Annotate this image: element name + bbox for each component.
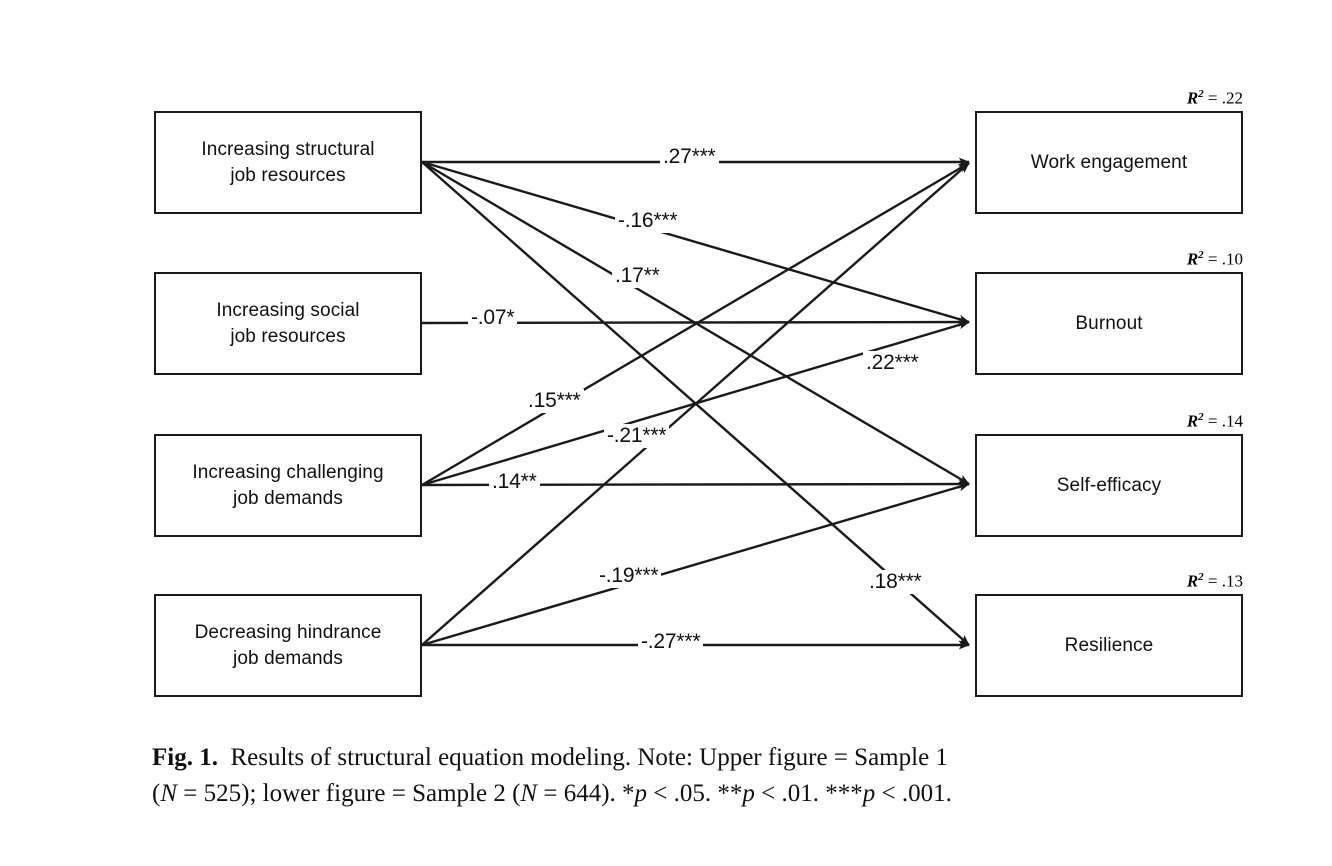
r2-symbol: R bbox=[1186, 249, 1199, 269]
path-coefficient-structural-to-engagement: .27*** bbox=[660, 145, 719, 169]
path-coefficient-hindrance-to-resilience: -.27*** bbox=[638, 630, 704, 654]
r2-equals: = bbox=[1203, 571, 1222, 591]
path-coefficient-challenging-to-self-efficacy: .14** bbox=[489, 470, 540, 494]
r2-label-resilience: R2 = .13 bbox=[975, 571, 1243, 592]
caption-line2-d: < .05. ** bbox=[647, 780, 743, 808]
node-label: Increasing social job resources bbox=[216, 300, 360, 347]
path-coefficient-hindrance-to-self-efficacy: -.19*** bbox=[596, 564, 662, 588]
node-label: Increasing challenging job demands bbox=[192, 462, 384, 509]
node-resilience[interactable]: Resilience bbox=[975, 594, 1243, 697]
r2-equals: = bbox=[1203, 411, 1222, 431]
caption-line2-b: = 525); lower figure = Sample 2 ( bbox=[177, 780, 521, 808]
r2-exponent: 2 bbox=[1198, 571, 1204, 583]
r2-exponent: 2 bbox=[1198, 88, 1204, 100]
path-coefficient-social-to-burnout: -.07* bbox=[468, 306, 518, 330]
caption-n-symbol-2: N bbox=[520, 780, 538, 808]
path-coefficient-structural-to-resilience: .18*** bbox=[866, 570, 925, 594]
path-line-p6 bbox=[421, 161, 970, 487]
node-label: Increasing structural job resources bbox=[201, 139, 375, 186]
path-coefficient-challenging-to-burnout: .22*** bbox=[863, 351, 922, 375]
path-coefficient-hindrance-to-engagement: -.21*** bbox=[604, 424, 670, 448]
r2-label-self-efficacy: R2 = .14 bbox=[975, 411, 1243, 432]
node-label: Work engagement bbox=[1030, 151, 1188, 173]
caption-line2-a: ( bbox=[152, 780, 161, 808]
node-burnout[interactable]: Burnout bbox=[975, 272, 1243, 375]
r2-equals: = bbox=[1203, 88, 1222, 108]
path-coefficient-challenging-to-engagement: .15*** bbox=[525, 389, 584, 413]
figure-canvas: Increasing structural job resources Incr… bbox=[154, 88, 1243, 697]
caption-equals: = bbox=[833, 744, 848, 771]
r2-equals: = bbox=[1203, 249, 1222, 269]
path-line-p9 bbox=[421, 162, 970, 646]
caption-n-symbol-1: N bbox=[160, 780, 178, 808]
r2-value: .10 bbox=[1221, 249, 1243, 269]
caption-line1-b: Sample 1 bbox=[847, 744, 948, 771]
r2-label-work-engagement: R2 = .22 bbox=[975, 88, 1243, 109]
caption-figure-number: Fig. 1. bbox=[152, 744, 218, 771]
caption-p-symbol-2: p bbox=[742, 780, 755, 808]
path-line-p2 bbox=[421, 160, 970, 324]
r2-symbol: R bbox=[1186, 571, 1199, 591]
caption-line2-f: < .001. bbox=[875, 780, 952, 808]
node-label: Resilience bbox=[1064, 634, 1154, 656]
r2-value: .22 bbox=[1221, 88, 1243, 108]
caption-p-symbol-3: p bbox=[862, 780, 876, 808]
path-coefficient-structural-to-self-efficacy: .17** bbox=[612, 264, 663, 288]
r2-exponent: 2 bbox=[1198, 411, 1204, 423]
caption-line2-e: < .01. *** bbox=[754, 780, 863, 808]
caption-line2-c: = 644). * bbox=[537, 780, 635, 808]
node-label: Self-efficacy bbox=[1056, 474, 1162, 496]
r2-symbol: R bbox=[1186, 411, 1199, 431]
r2-exponent: 2 bbox=[1198, 249, 1204, 261]
figure-caption: Fig. 1. Results of structural equation m… bbox=[152, 740, 1272, 813]
path-diagram-svg bbox=[421, 157, 970, 650]
r2-label-burnout: R2 = .10 bbox=[975, 249, 1243, 270]
path-line-p10 bbox=[421, 482, 970, 647]
node-decreasing-hindrance-job-demands[interactable]: Decreasing hindrance job demands bbox=[154, 594, 422, 697]
caption-p-symbol-1: p bbox=[634, 780, 648, 808]
r2-value: .13 bbox=[1221, 571, 1243, 591]
r2-symbol: R bbox=[1186, 88, 1199, 108]
r2-value: .14 bbox=[1221, 411, 1243, 431]
node-increasing-challenging-job-demands[interactable]: Increasing challenging job demands bbox=[154, 434, 422, 537]
path-coefficient-structural-to-burnout: -.16*** bbox=[615, 209, 681, 233]
node-self-efficacy[interactable]: Self-efficacy bbox=[975, 434, 1243, 537]
node-label: Burnout bbox=[1075, 312, 1143, 334]
node-increasing-structural-job-resources[interactable]: Increasing structural job resources bbox=[154, 111, 422, 214]
node-work-engagement[interactable]: Work engagement bbox=[975, 111, 1243, 214]
node-increasing-social-job-resources[interactable]: Increasing social job resources bbox=[154, 272, 422, 375]
caption-line1-a: Results of structural equation modeling.… bbox=[230, 744, 834, 771]
node-label: Decreasing hindrance job demands bbox=[194, 622, 382, 669]
